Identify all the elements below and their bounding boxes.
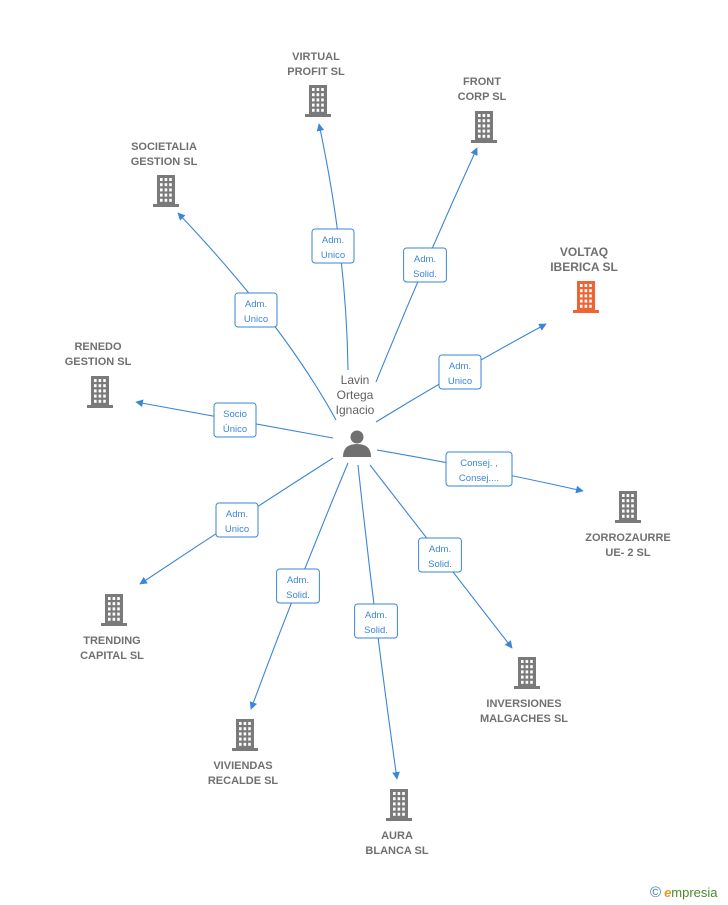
company-label-zorrozaurre[interactable]: UE- 2 SL <box>605 547 651 559</box>
edge-label-viviendas-recalde[interactable]: Adm. Solid. <box>276 568 320 604</box>
company-label-aura-blanca[interactable]: BLANCA SL <box>365 845 428 857</box>
edge-label-line: Adm. <box>287 575 309 586</box>
edge-label-line: Unico <box>225 524 249 535</box>
company-label-inversiones-malgaches[interactable]: INVERSIONES <box>486 698 561 710</box>
building-icon-trending-capital[interactable] <box>101 594 127 626</box>
edge-label-line: Adm. <box>414 254 436 265</box>
company-label-societalia-gestion[interactable]: GESTION SL <box>131 156 198 168</box>
edge-label-voltaq-iberica[interactable]: Adm. Unico <box>438 354 482 390</box>
company-label-front-corp[interactable]: FRONT <box>463 76 501 88</box>
edge-label-line: Adm. <box>429 544 451 555</box>
company-label-renedo-gestion[interactable]: GESTION SL <box>65 356 132 368</box>
edge-label-trending-capital[interactable]: Adm. Unico <box>215 502 259 538</box>
brand-name: mpresia <box>671 885 718 900</box>
edge-label-zorrozaurre[interactable]: Consej. , Consej.... <box>445 451 513 487</box>
empresia-brand[interactable]: ©empresia <box>650 884 718 901</box>
edge-label-line: Adm. <box>226 509 248 520</box>
edge-label-line: Socio <box>223 409 247 420</box>
edge-label-line: Unico <box>321 250 345 261</box>
edge-label-virtual-profit[interactable]: Adm. Unico <box>311 228 355 264</box>
building-icon-aura-blanca[interactable] <box>386 789 412 821</box>
copyright-icon: © <box>650 884 662 901</box>
company-label-virtual-profit[interactable]: PROFIT SL <box>287 66 345 78</box>
company-label-zorrozaurre[interactable]: ZORROZAURRE <box>585 532 671 544</box>
edge-label-line: Consej. , <box>460 458 498 469</box>
edge-label-line: Solid. <box>428 559 452 570</box>
person-name-line[interactable]: Lavin <box>341 373 370 387</box>
company-label-trending-capital[interactable]: CAPITAL SL <box>80 650 144 662</box>
edge-label-line: Adm. <box>245 299 267 310</box>
company-label-trending-capital[interactable]: TRENDING <box>83 635 140 647</box>
company-label-viviendas-recalde[interactable]: VIVIENDAS <box>213 760 272 772</box>
person-icon[interactable] <box>343 430 371 458</box>
person-name-line[interactable]: Ortega <box>337 388 374 402</box>
building-icon-viviendas-recalde[interactable] <box>232 719 258 751</box>
edge-label-line: Solid. <box>286 590 310 601</box>
company-label-aura-blanca[interactable]: AURA <box>381 830 413 842</box>
edge-label-inversiones-malgaches[interactable]: Adm. Solid. <box>418 537 462 573</box>
building-icon-front-corp[interactable] <box>471 111 497 143</box>
company-label-front-corp[interactable]: CORP SL <box>458 91 507 103</box>
building-icon-virtual-profit[interactable] <box>305 85 331 117</box>
company-label-renedo-gestion[interactable]: RENEDO <box>74 341 122 353</box>
building-icon-renedo-gestion[interactable] <box>87 376 113 408</box>
company-label-voltaq-iberica[interactable]: IBERICA SL <box>550 260 618 274</box>
edge-label-aura-blanca[interactable]: Adm. Solid. <box>354 603 398 639</box>
brand-first-letter: e <box>664 885 672 900</box>
edge-label-line: Consej.... <box>459 473 499 484</box>
company-label-viviendas-recalde[interactable]: RECALDE SL <box>208 775 279 787</box>
company-label-virtual-profit[interactable]: VIRTUAL <box>292 51 340 63</box>
person-name-line[interactable]: Ignacio <box>336 403 375 417</box>
company-label-societalia-gestion[interactable]: SOCIETALIA <box>131 141 197 153</box>
nodes-layer: VIRTUAL PROFIT SL FRONT CORP SL SOCIETALIA GE… <box>65 51 671 857</box>
edge-label-line: Adm. <box>365 610 387 621</box>
edge-label-line: Adm. <box>322 235 344 246</box>
edge-label-front-corp[interactable]: Adm. Solid. <box>403 247 447 283</box>
building-icon-zorrozaurre[interactable] <box>615 491 641 523</box>
edge-label-line: Solid. <box>413 269 437 280</box>
edge-label-societalia-gestion[interactable]: Adm. Unico <box>234 292 278 328</box>
company-label-voltaq-iberica[interactable]: VOLTAQ <box>560 245 608 259</box>
building-icon-societalia-gestion[interactable] <box>153 175 179 207</box>
edge-label-line: Adm. <box>449 361 471 372</box>
company-label-inversiones-malgaches[interactable]: MALGACHES SL <box>480 713 568 725</box>
edge-label-line: Único <box>223 424 247 435</box>
edge-label-line: Unico <box>448 376 472 387</box>
building-icon-inversiones-malgaches[interactable] <box>514 657 540 689</box>
edge-label-line: Unico <box>244 314 268 325</box>
edge-label-line: Solid. <box>364 625 388 636</box>
building-icon-voltaq-iberica[interactable] <box>573 281 599 313</box>
